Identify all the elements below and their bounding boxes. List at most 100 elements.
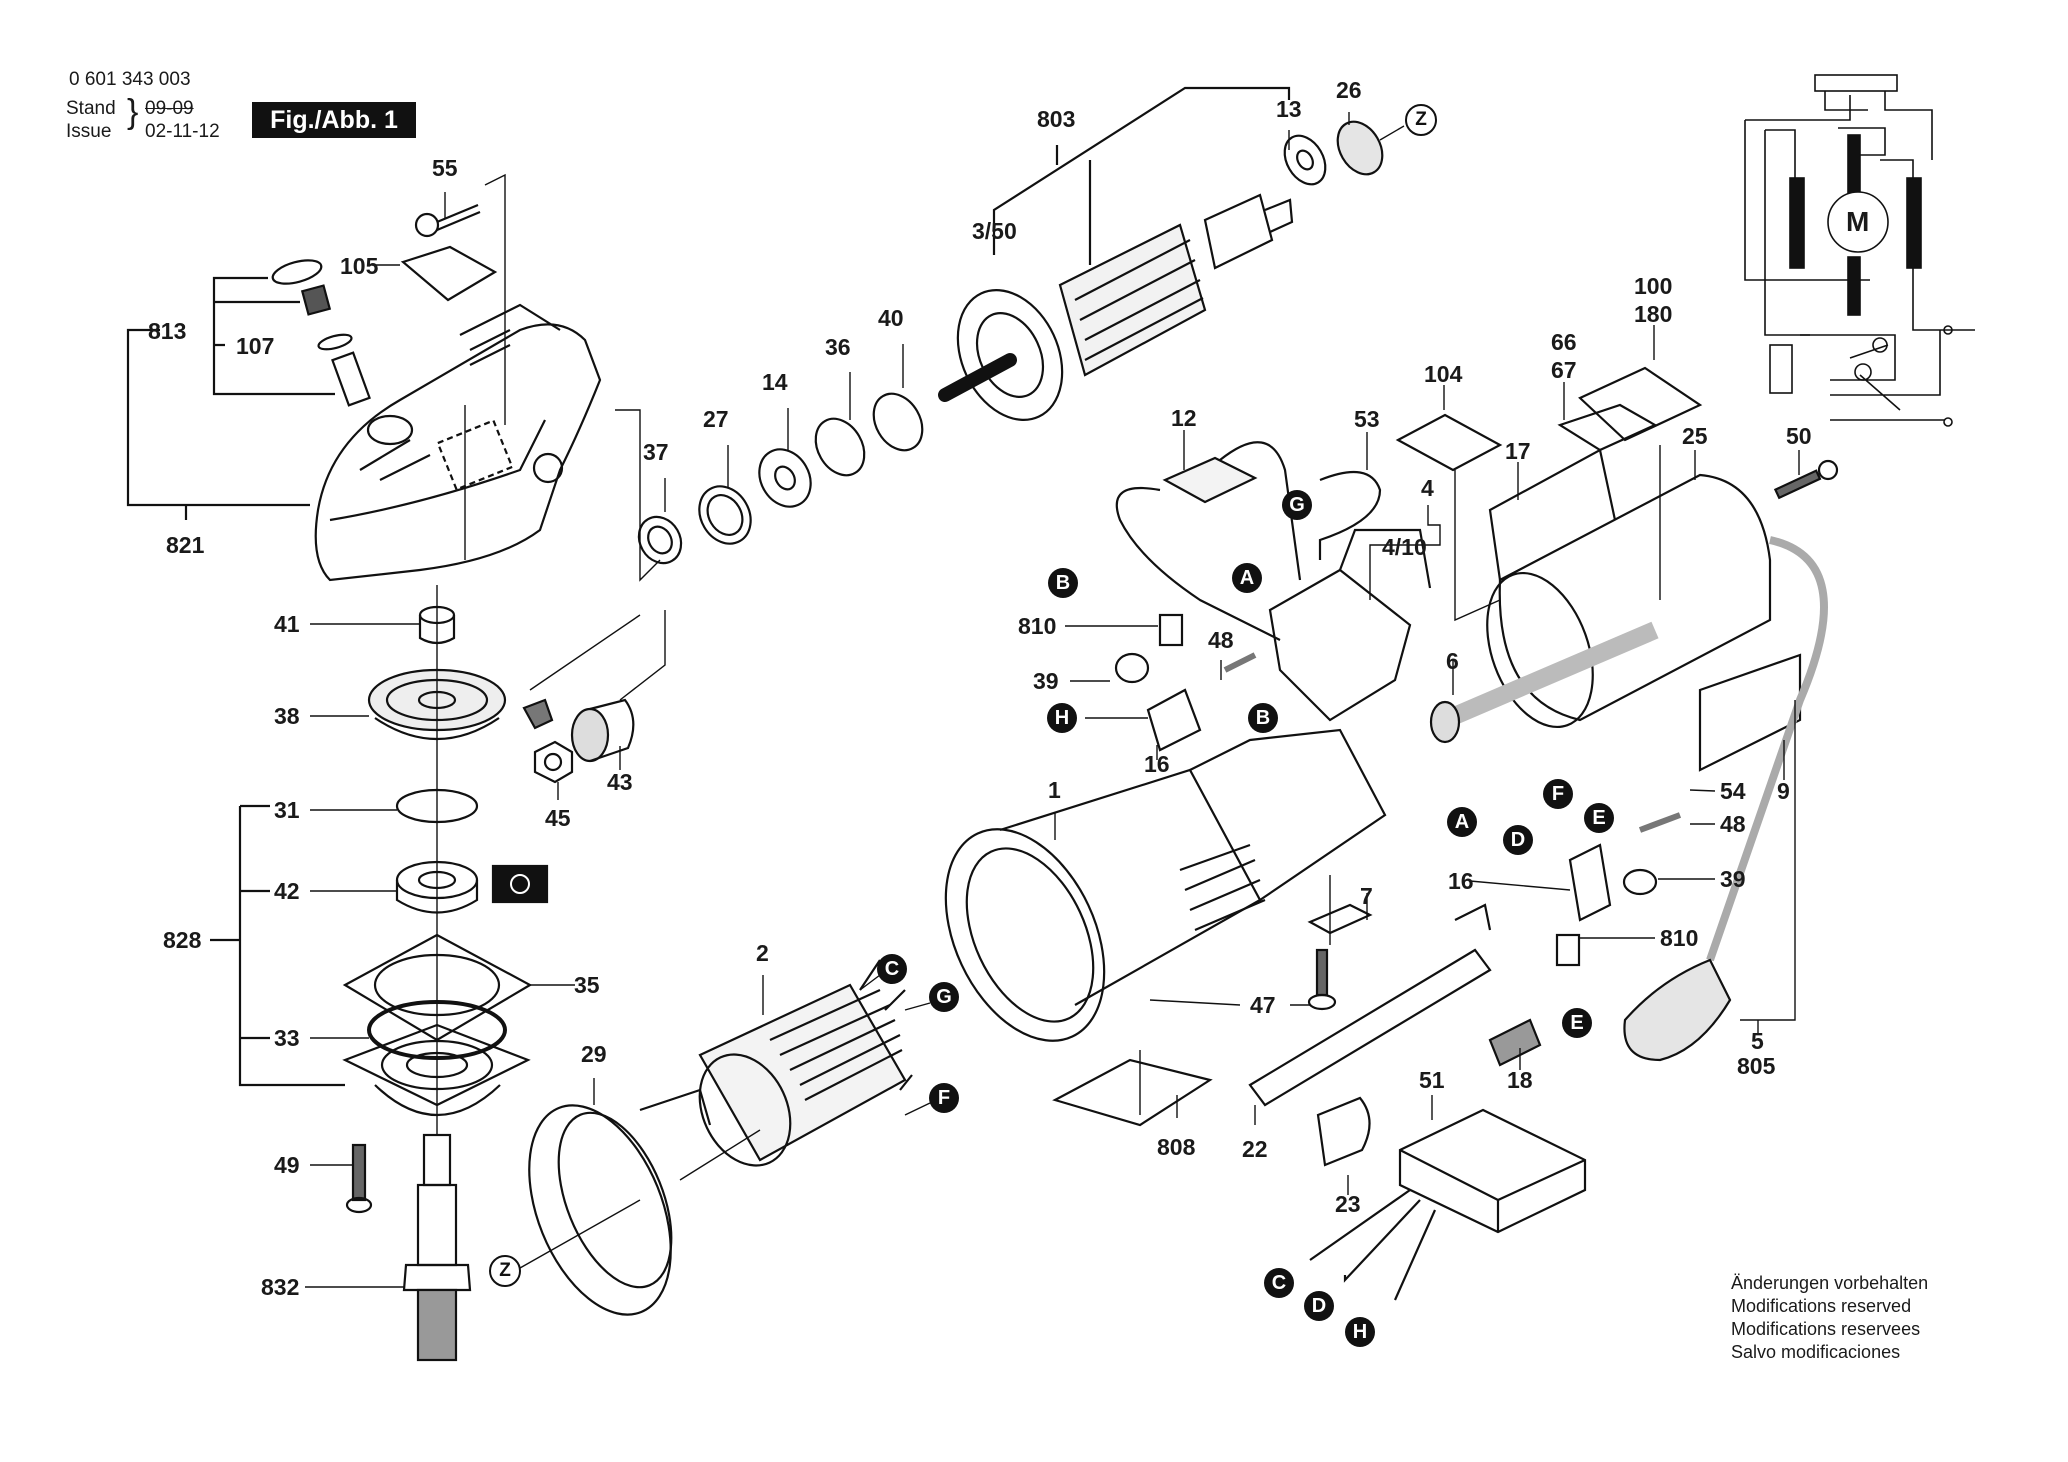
callout-50: 50: [1786, 423, 1812, 449]
callout-832: 832: [261, 1274, 300, 1300]
needle-bearing-27: [698, 485, 752, 545]
connector-F-brush: F: [1543, 779, 1573, 809]
callout-35: 35: [574, 972, 600, 998]
brace-glyph: }: [127, 93, 139, 131]
leader-lines-gear-column: [305, 585, 575, 1288]
field-coil-2: [698, 959, 913, 1167]
nut-45: [533, 740, 574, 784]
callout-7: 7: [1360, 883, 1373, 909]
label-100-180: [1578, 366, 1703, 442]
disclaimer-de: Änderungen vorbehalten: [1731, 1273, 1929, 1293]
callout-48-left: 48: [1208, 627, 1234, 653]
spindle-832: [402, 1133, 472, 1362]
callout-66: 66: [1551, 329, 1577, 355]
brush-holder-16-right: [1555, 812, 1682, 967]
brush-holder-4: [1268, 528, 1432, 722]
ring-36: [814, 417, 866, 477]
motor-cover-25: [1486, 473, 1772, 729]
screw-50: [1773, 459, 1839, 500]
label-104: [1395, 413, 1503, 472]
leader-lines-brushes: [1065, 325, 1800, 939]
connector-H-brush: H: [1047, 703, 1077, 733]
connector-E-lower: E: [1562, 1008, 1592, 1038]
callout-9: 9: [1777, 778, 1790, 804]
clip-7: [1307, 903, 1373, 935]
electronic-module-51: [1309, 1108, 1587, 1301]
callout-47: 47: [1250, 992, 1276, 1018]
callout-36: 36: [825, 334, 851, 360]
callout-55: 55: [432, 155, 458, 181]
key-part: [522, 698, 554, 730]
callout-2: 2: [756, 940, 769, 966]
leader-lines-bearings: [615, 344, 904, 582]
cord-guard-6: [1429, 621, 1659, 744]
callout-42: 42: [274, 878, 300, 904]
wire-53: [1318, 470, 1382, 560]
bearing-sleeve-26: [1336, 120, 1384, 176]
label-66-67: [1557, 403, 1658, 452]
callout-6: 6: [1446, 648, 1459, 674]
connector-C-module: C: [1264, 1268, 1294, 1298]
bracket-813: [212, 276, 335, 396]
wiring-schematic: [1744, 74, 1975, 427]
callout-26: 26: [1336, 77, 1362, 103]
callout-53: 53: [1354, 406, 1380, 432]
spring-18: [1488, 1018, 1542, 1067]
callout-5: 5: [1751, 1028, 1764, 1054]
callout-43: 43: [607, 769, 633, 795]
suppressor-12: [1115, 441, 1302, 641]
callout-180: 180: [1634, 301, 1673, 327]
callout-100: 100: [1634, 273, 1673, 299]
callout-67: 67: [1551, 357, 1577, 383]
callout-105: 105: [340, 253, 379, 279]
connector-H-module: H: [1345, 1317, 1375, 1347]
marker-Z-lower: Z: [489, 1255, 521, 1287]
label-9: [1698, 653, 1802, 772]
callout-4-10: 4/10: [1382, 534, 1427, 560]
bracket-805: [1740, 700, 1796, 1035]
power-cord-5: [1623, 536, 1828, 1062]
callout-37: 37: [643, 439, 669, 465]
connector-C-field: C: [877, 954, 907, 984]
callout-48-right: 48: [1720, 811, 1746, 837]
label-808: [1052, 1058, 1213, 1127]
leader-lines-pinion: [529, 610, 666, 800]
old-date: 09-09: [145, 98, 194, 119]
ball-bearing-14: [758, 448, 812, 508]
leader-lines-upper-left: [372, 173, 506, 560]
issue-date: 02-11-12: [145, 121, 220, 142]
callout-1: 1: [1048, 777, 1061, 803]
lock-button-assembly: [271, 259, 371, 407]
callout-29: 29: [581, 1041, 607, 1067]
callout-810-left: 810: [1018, 613, 1057, 639]
connector-E-upper: E: [1584, 803, 1614, 833]
screw-55: [414, 203, 481, 238]
callout-3-50: 3/50: [972, 218, 1017, 244]
callout-27: 27: [703, 406, 729, 432]
connector-G-wire: G: [1282, 490, 1312, 520]
callout-14: 14: [762, 369, 788, 395]
disclaimer-fr: Modifications reservees: [1731, 1319, 1921, 1339]
motor-housing-1: [944, 728, 1387, 1042]
connector-B-lower: B: [1248, 703, 1278, 733]
connector-B-upper: B: [1048, 568, 1078, 598]
callout-13: 13: [1276, 96, 1302, 122]
armature-803: [938, 193, 1294, 421]
switch-rod-22: [1248, 903, 1492, 1107]
callout-107: 107: [236, 333, 275, 359]
leader-lines-housing: [1054, 812, 1256, 1125]
connector-A-lower: A: [1447, 807, 1477, 837]
leader-lines-armature: [1288, 112, 1405, 150]
callout-49: 49: [274, 1152, 300, 1178]
bearing-pictogram: [491, 864, 549, 904]
disclaimer-en: Modifications reserved: [1731, 1296, 1912, 1316]
callout-51: 51: [1419, 1067, 1445, 1093]
connector-D-brush: D: [1503, 825, 1533, 855]
label-105: [400, 245, 498, 302]
marker-Z-upper: Z: [1405, 104, 1437, 136]
callout-18: 18: [1507, 1067, 1533, 1093]
brush-holder-16-left: [1114, 613, 1257, 752]
issue-label: Issue: [66, 121, 112, 142]
callout-39-left: 39: [1033, 668, 1059, 694]
